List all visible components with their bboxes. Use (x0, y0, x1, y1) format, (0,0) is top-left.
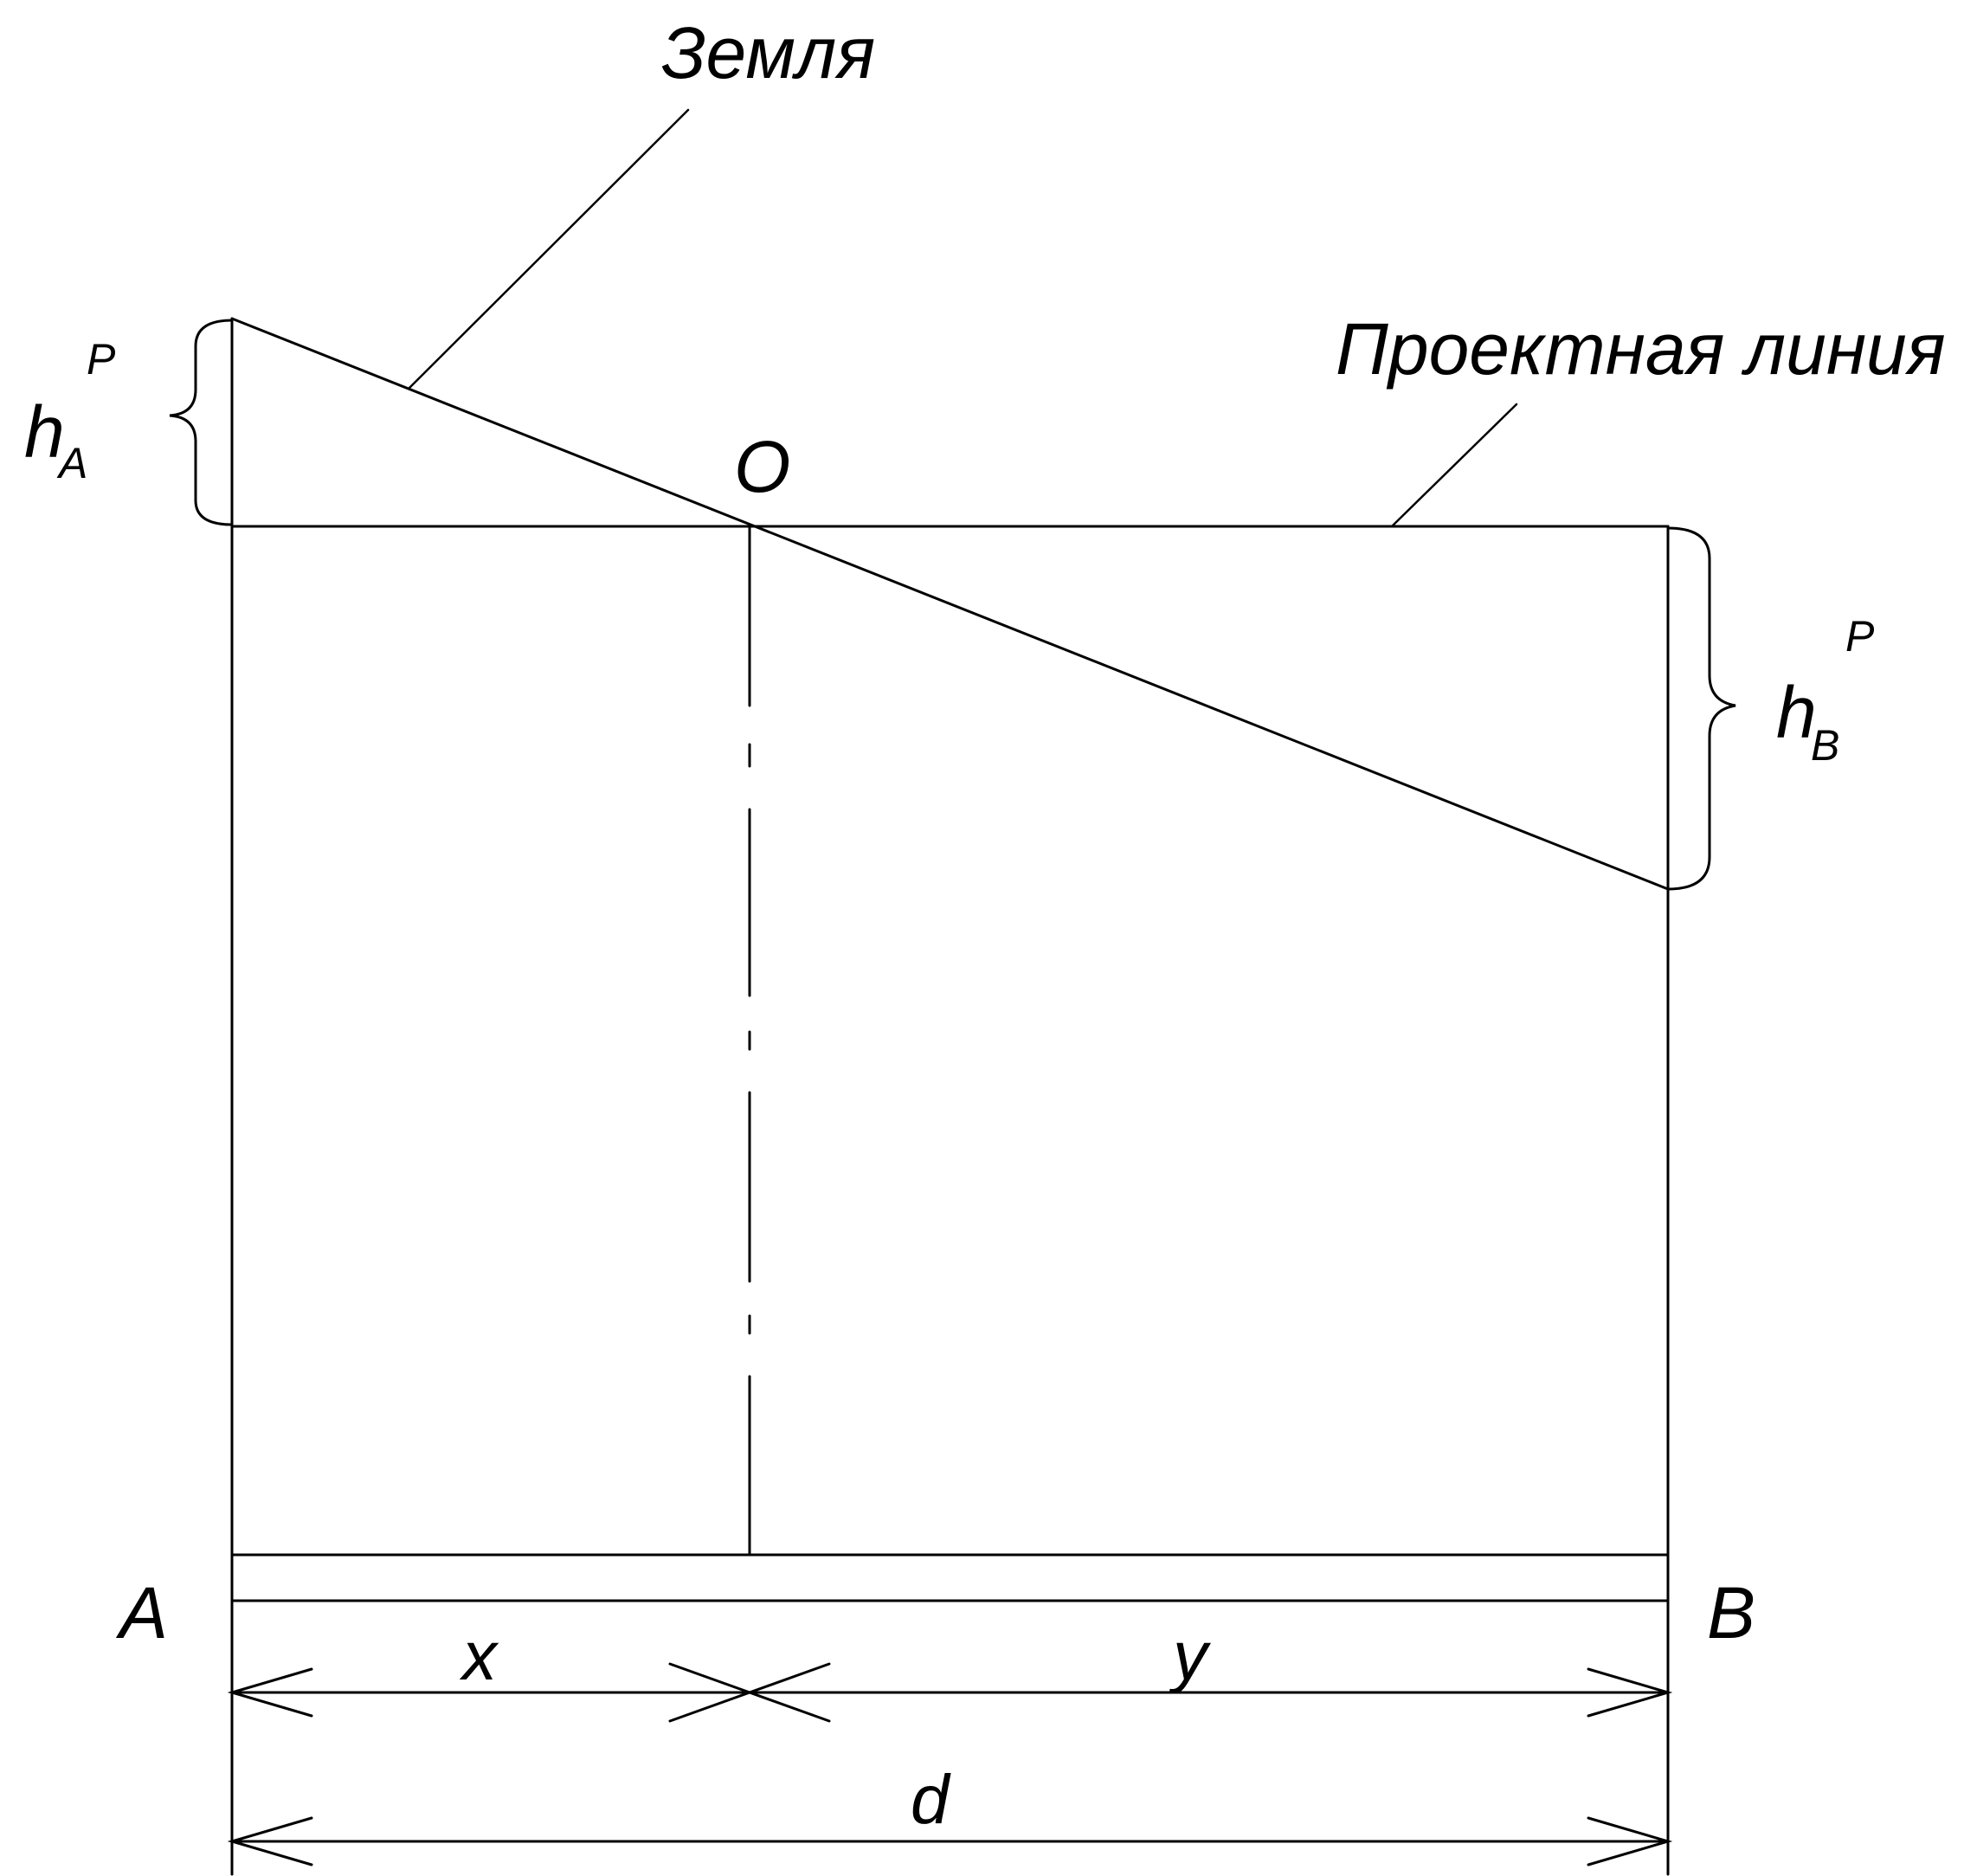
ground-line (230, 317, 1670, 891)
dimension-x-label: x (459, 1617, 499, 1694)
brace-h-a (169, 319, 234, 526)
arrow-d-right (1587, 1816, 1673, 1866)
h-b-subscript: B (1811, 721, 1839, 770)
h-a-subscript: A (56, 439, 87, 487)
h-a-superscript: P (87, 335, 116, 384)
dimension-y-label: y (1169, 1617, 1212, 1694)
h-b-label: h B P (1776, 612, 1875, 770)
dimension-d-label: d (911, 1761, 951, 1838)
point-a-label: A (115, 1572, 168, 1654)
h-a-label: h A P (24, 335, 116, 487)
brace-h-b (1666, 526, 1736, 891)
h-a-base: h (24, 391, 65, 473)
arrow-d-left (227, 1816, 313, 1866)
arrow-xy-right (1587, 1667, 1673, 1718)
arrow-xy-left (227, 1667, 313, 1718)
point-b-label: B (1707, 1572, 1755, 1654)
arrow-y-left (745, 1662, 831, 1723)
design-line-label: Проектная линия (1336, 308, 1946, 390)
leader-design-line (1390, 403, 1518, 528)
point-o-label: O (734, 426, 790, 507)
h-b-superscript: P (1845, 612, 1875, 661)
h-b-base: h (1776, 672, 1817, 753)
leader-ground (408, 108, 690, 390)
ground-label: Земля (661, 12, 875, 93)
